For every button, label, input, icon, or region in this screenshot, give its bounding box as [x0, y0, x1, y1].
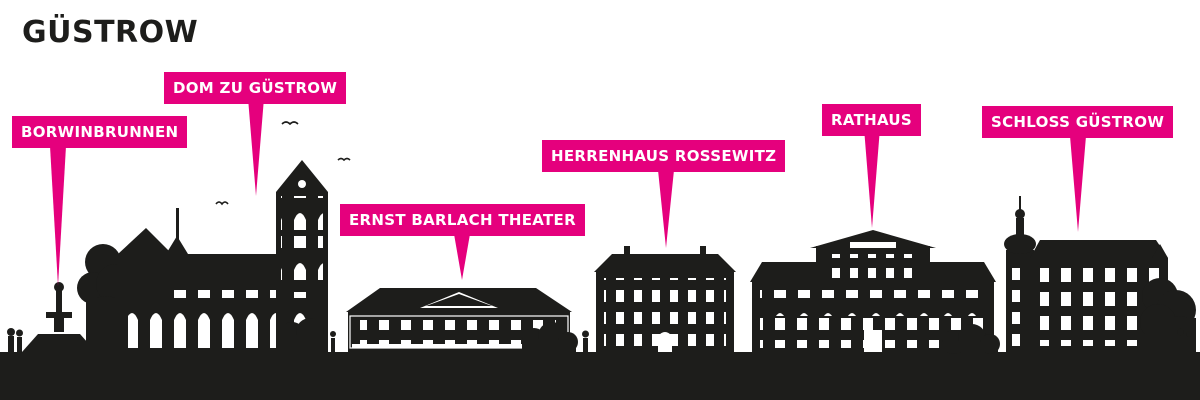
bush-theater — [522, 322, 589, 352]
pointer-rathaus — [864, 128, 880, 228]
people-right — [1177, 328, 1192, 352]
pointer-ernst-barlach-theater — [454, 234, 470, 280]
pointer-herrenhaus-rossewitz — [658, 170, 674, 248]
herrenhaus-rossewitz-building — [594, 246, 736, 352]
ground — [0, 352, 1200, 400]
borwinbrunnen-fountain — [7, 282, 96, 352]
label-borwinbrunnen: BORWINBRUNNEN — [12, 116, 188, 148]
pointer-dom-zu-guestrow — [248, 98, 264, 196]
label-dom-zu-guestrow: DOM ZU GÜSTROW — [164, 72, 347, 104]
label-herrenhaus-rossewitz: HERRENHAUS ROSSEWITZ — [542, 140, 786, 172]
birds — [215, 121, 351, 206]
city-title: GÜSTROW — [22, 15, 199, 50]
bush-dom — [278, 318, 336, 352]
rathaus-building — [750, 230, 996, 352]
pointer-borwinbrunnen — [50, 146, 66, 286]
schloss-guestrow-building — [1004, 196, 1168, 352]
label-ernst-barlach-theater: ERNST BARLACH THEATER — [340, 204, 585, 236]
label-schloss-guestrow: SCHLOSS GÜSTROW — [982, 106, 1174, 138]
bush-rathaus — [942, 324, 1000, 354]
dom-zu-guestrow-building — [118, 160, 328, 352]
pointer-schloss-guestrow — [1070, 136, 1086, 232]
label-rathaus: RATHAUS — [822, 104, 922, 136]
